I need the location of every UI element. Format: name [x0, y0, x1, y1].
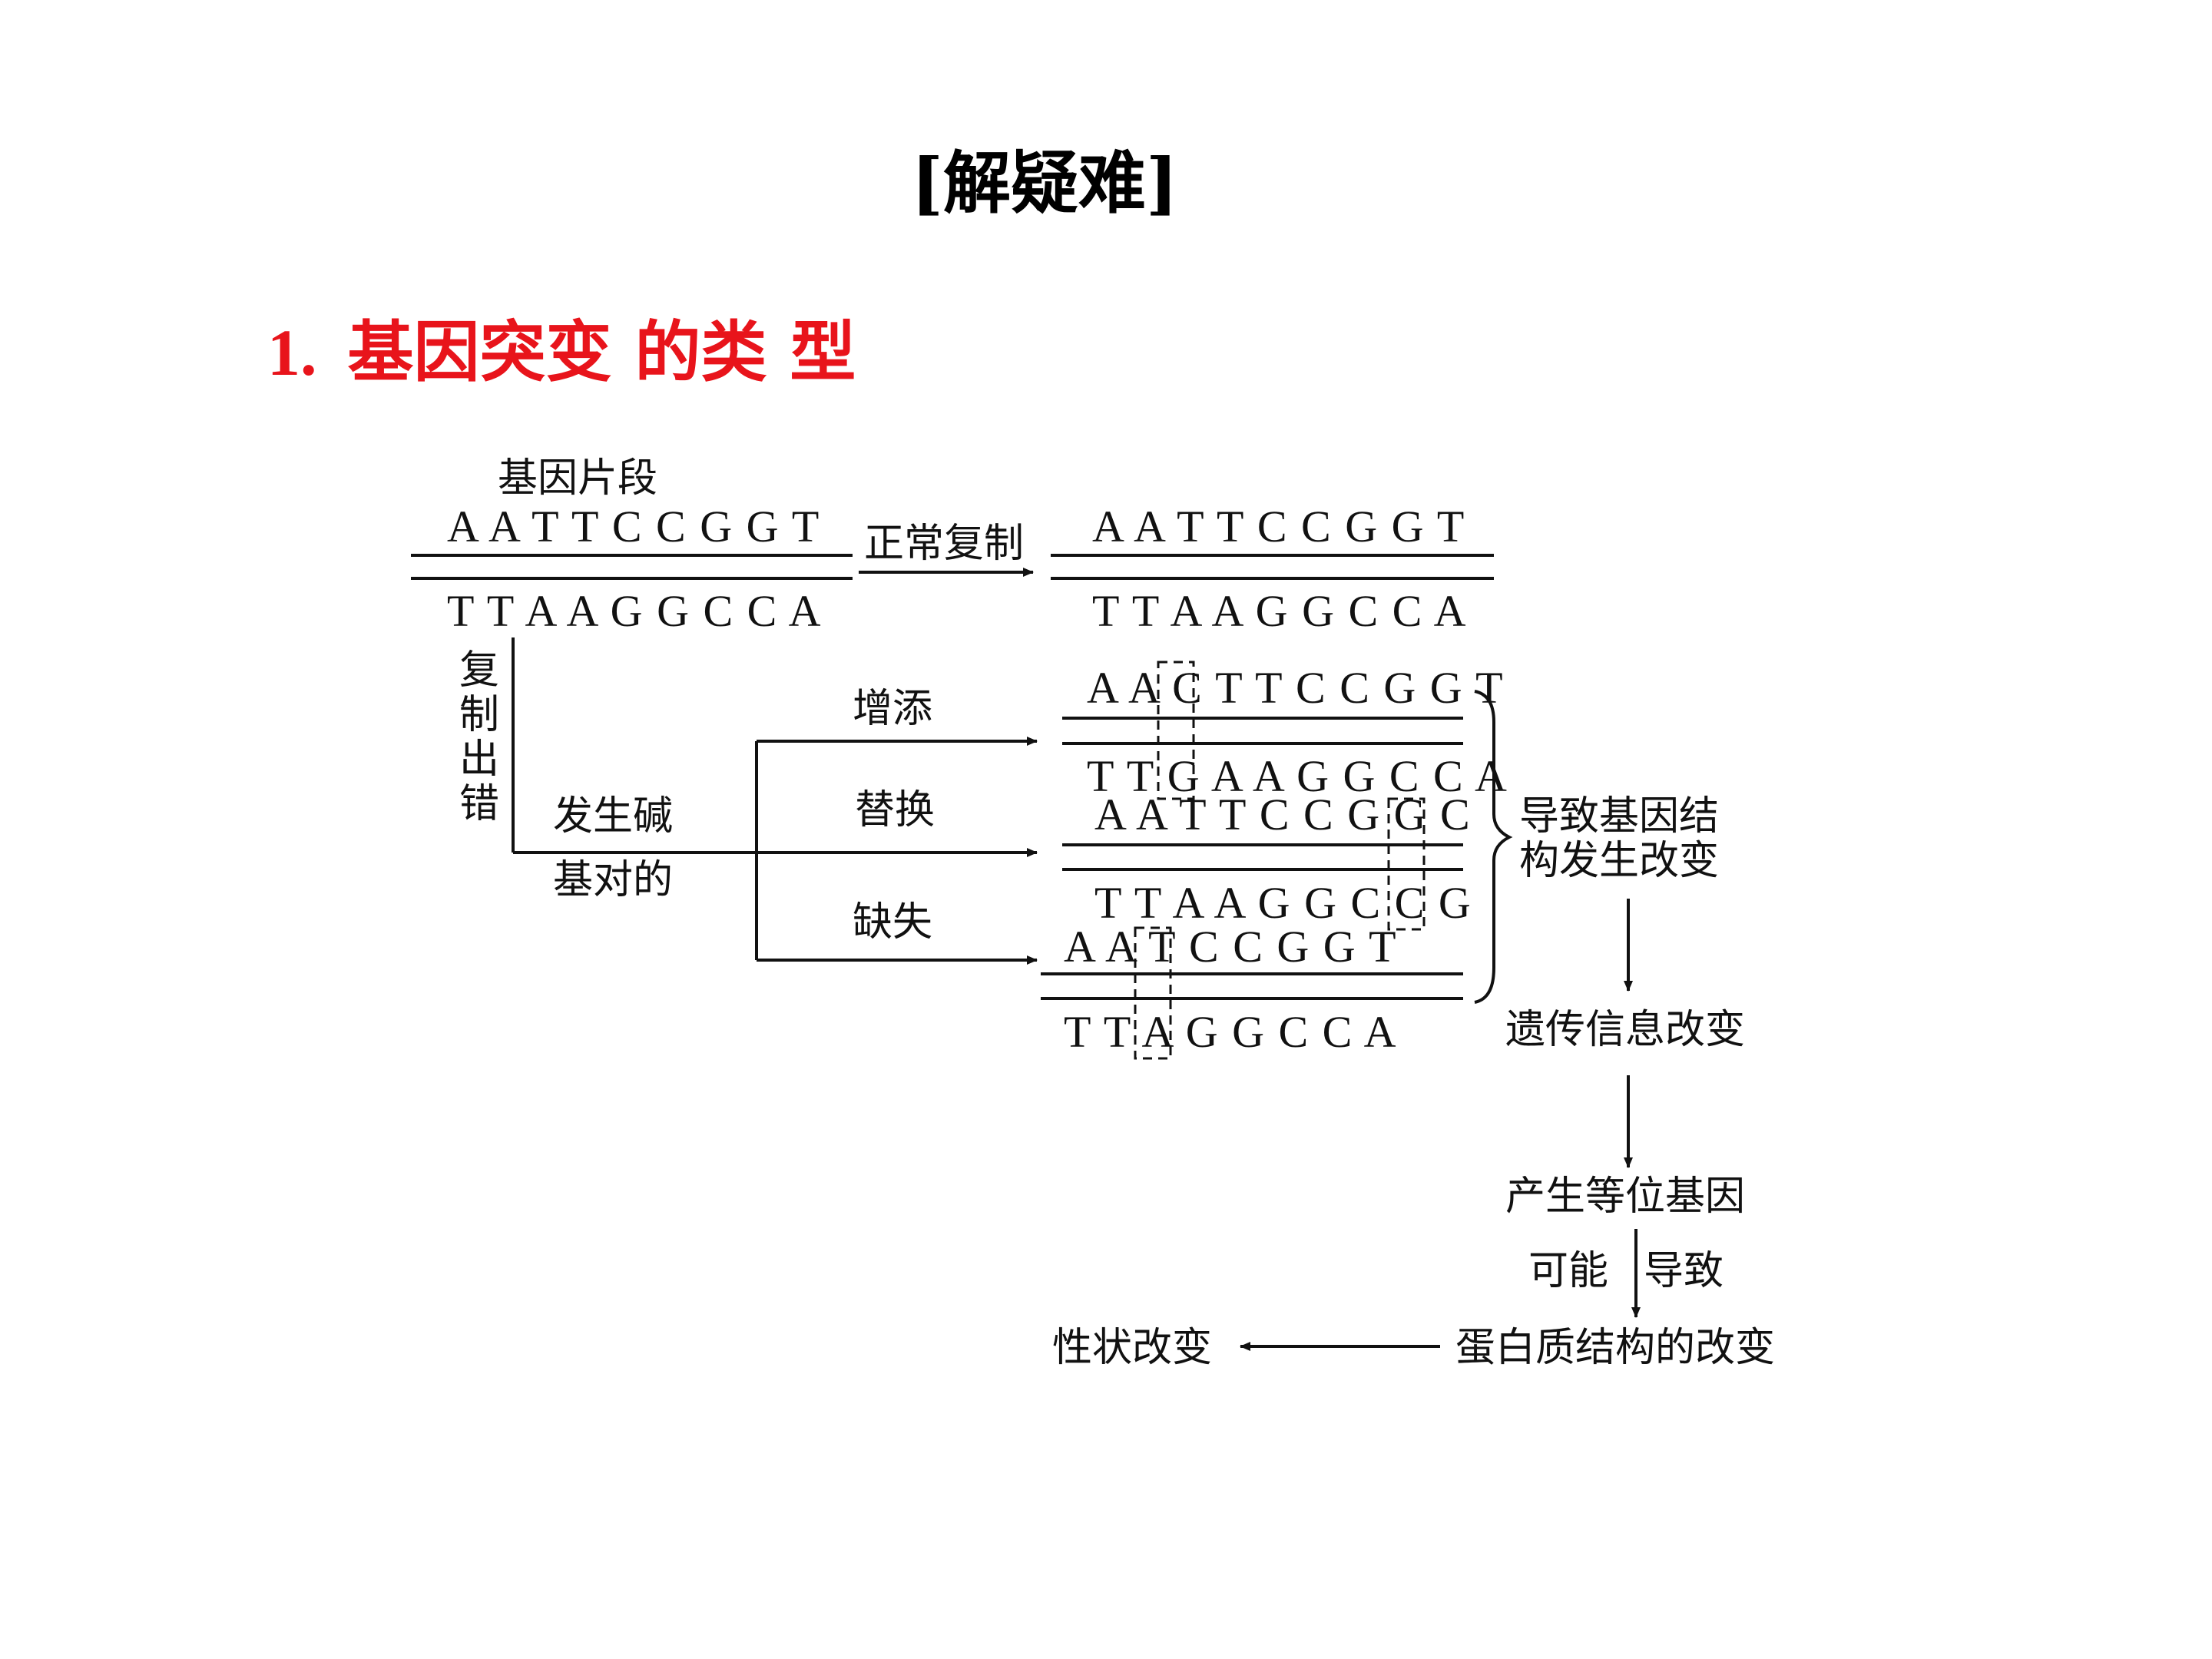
section-number: 1.: [267, 316, 317, 389]
deletion-highlight-box: [1134, 926, 1172, 1060]
replication-error-char-3: 出: [459, 737, 499, 783]
page-title: [解疑难]: [911, 143, 1178, 223]
trait-change-label: 性状改变: [1052, 1325, 1212, 1371]
gene-fragment-label: 基因片段: [498, 455, 657, 502]
protein-change-label: 蛋白质结构的改变: [1455, 1325, 1775, 1371]
normal-copy-top-strand: A A T T C C G G T: [1092, 502, 1465, 551]
addition-top-strand: A A C T T C C G G T: [1087, 663, 1505, 713]
original-top-strand: A A T T C C G G T: [447, 502, 820, 551]
substitution-bottom-strand: T T A A G G C C G: [1094, 878, 1472, 928]
base-pair-label-1: 发生碱: [553, 793, 673, 839]
addition-highlight-box: [1157, 661, 1195, 800]
deletion-bottom-strand: T T A G G C C A: [1064, 1007, 1398, 1057]
type-label-addition: 增添: [853, 686, 932, 732]
original-bottom-strand: T T A A G G C C A: [447, 586, 823, 636]
normal-copy-double-strand: [1051, 554, 1494, 580]
may-label: 可能: [1528, 1248, 1608, 1294]
allele-label: 产生等位基因: [1505, 1174, 1745, 1220]
addition-double-strand: [1062, 717, 1463, 745]
cause-label: 导致: [1644, 1248, 1724, 1294]
addition-bottom-strand: T T G A A G G C C A: [1087, 751, 1508, 801]
substitution-double-strand: [1062, 843, 1463, 871]
replication-error-char-1: 复: [459, 647, 499, 694]
normal-copy-bottom-strand: T T A A G G C C A: [1092, 586, 1468, 636]
structure-change-line-2: 构发生改变: [1519, 838, 1719, 884]
substitution-top-strand: A A T T C C G G C: [1094, 790, 1472, 839]
deletion-double-strand: [1041, 972, 1463, 1000]
branch-connectors: [512, 637, 1038, 965]
structure-change-line-1: 导致基因结: [1519, 793, 1719, 839]
original-double-strand: [411, 554, 853, 580]
substitution-highlight-box: [1387, 797, 1426, 931]
section-heading: 1. 基因突变 的类 型: [267, 298, 856, 394]
grouping-brace: [1474, 690, 1513, 1004]
type-label-deletion: 缺失: [853, 899, 932, 945]
replication-error-char-2: 制: [459, 692, 499, 738]
normal-replication-label: 正常复制: [864, 521, 1024, 567]
deletion-top-strand: A A T C C G G T: [1064, 922, 1398, 972]
base-pair-label-2: 基对的: [553, 857, 673, 903]
section-heading-text: 基因突变 的类 型: [347, 314, 856, 391]
replication-error-char-4: 错: [459, 781, 499, 827]
type-label-substitution: 替换: [855, 787, 935, 833]
genetic-info-change: 遗传信息改变: [1505, 1007, 1745, 1053]
